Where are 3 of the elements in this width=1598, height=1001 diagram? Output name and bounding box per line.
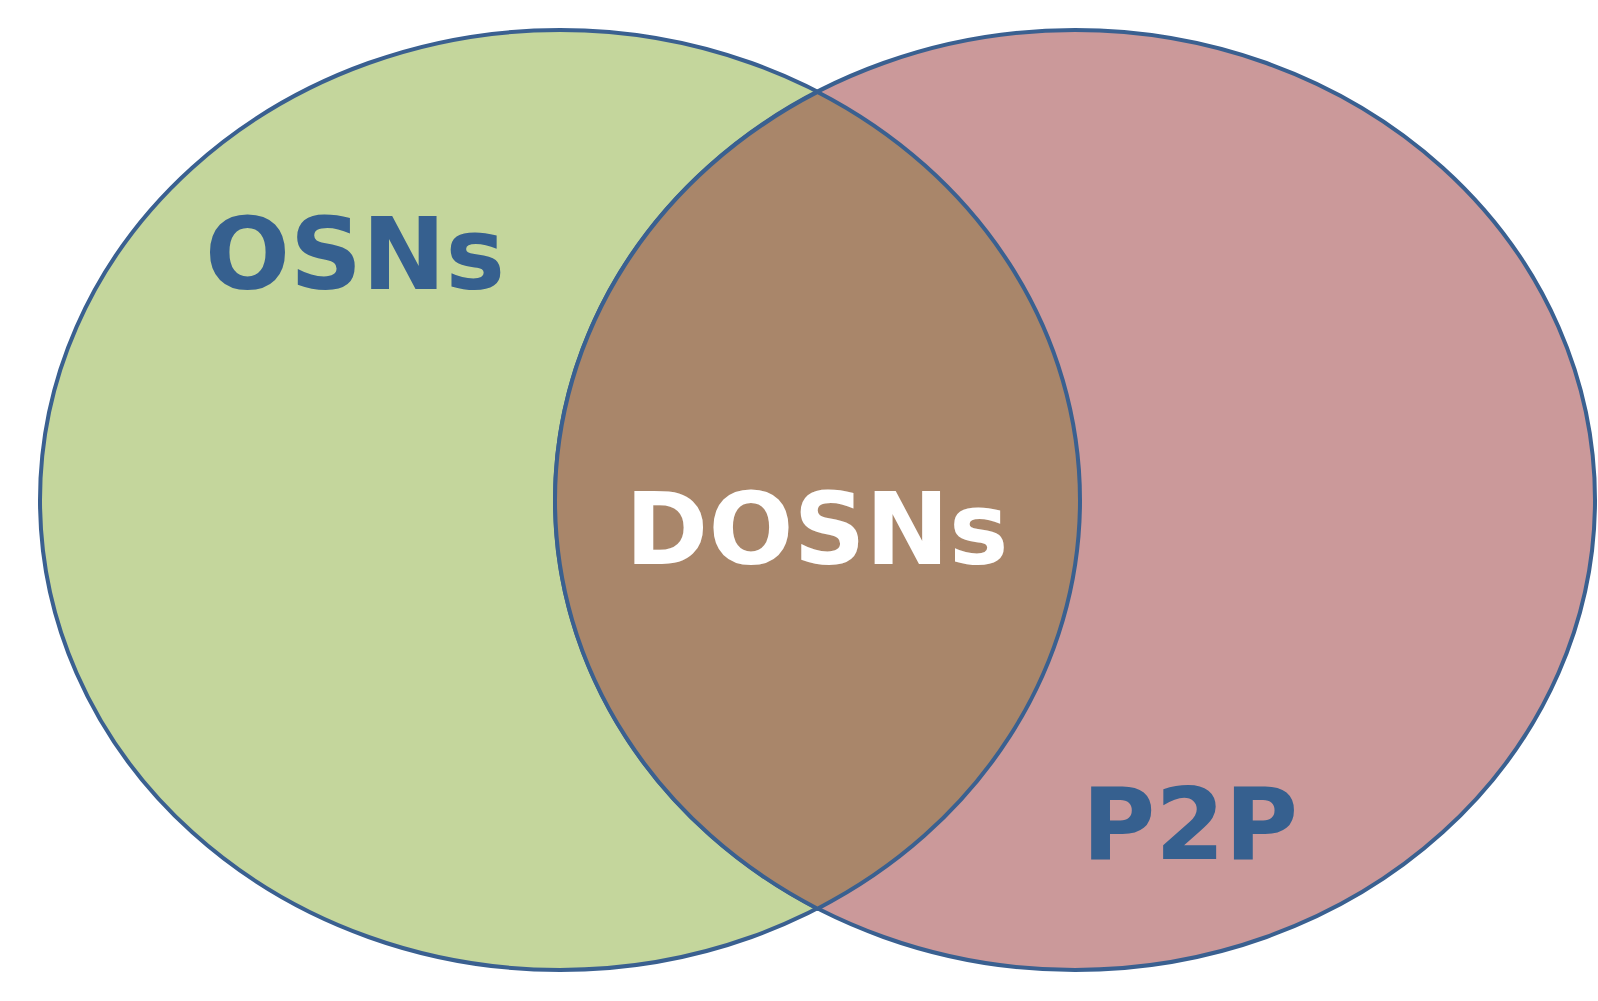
set-label: OSNs	[204, 205, 506, 305]
set-label: P2P	[1081, 775, 1299, 875]
set-label: DOSNs	[625, 480, 1009, 580]
